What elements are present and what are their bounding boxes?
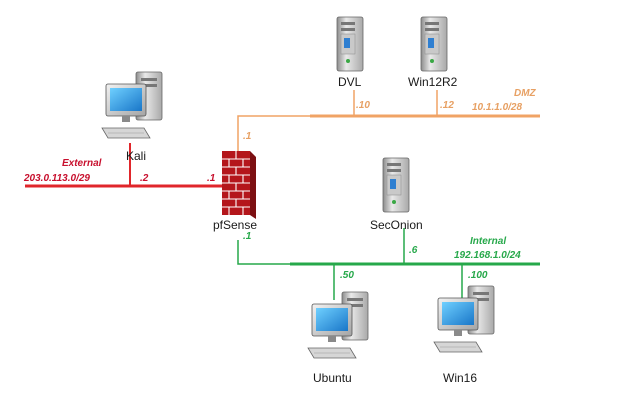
desktop-computer-icon[interactable]: [433, 285, 495, 353]
server-icon[interactable]: [336, 16, 364, 72]
ip-win16: .100: [468, 270, 488, 281]
dmz-uplink: [237, 115, 310, 160]
ip-ubuntu: .50: [340, 270, 354, 281]
internal-uplink: [237, 240, 290, 265]
server-icon[interactable]: [420, 16, 448, 72]
network-name-internal: Internal: [470, 236, 506, 247]
desktop-computer-icon[interactable]: [307, 291, 369, 359]
desktop-computer-icon[interactable]: [101, 71, 163, 139]
network-cidr-internal: 192.168.1.0/24: [454, 250, 521, 261]
host-label-win12r2: Win12R2: [408, 75, 458, 89]
firewall-icon[interactable]: [221, 150, 257, 220]
network-name-external: External: [62, 158, 102, 169]
ip-seconion: .6: [409, 245, 418, 256]
host-label-seconion: SecOnion: [370, 218, 423, 232]
network-name-dmz: DMZ: [514, 88, 537, 99]
server-icon[interactable]: [382, 157, 410, 213]
host-label-pfsense: pfSense: [213, 218, 257, 232]
network-cidr-dmz: 10.1.1.0/28: [472, 102, 522, 113]
host-label-kali: Kali: [126, 149, 146, 163]
host-label-win16: Win16: [443, 371, 477, 385]
host-label-dvl: DVL: [338, 75, 362, 89]
network-cidr-external: 203.0.113.0/29: [23, 173, 90, 184]
ip-dvl: .10: [356, 100, 370, 111]
ip-win12r2: .12: [440, 100, 454, 111]
ip-kali: .2: [140, 173, 149, 184]
ip-pfsense-external: .1: [207, 173, 216, 184]
ip-pfsense-dmz: .1: [243, 131, 252, 142]
host-label-ubuntu: Ubuntu: [313, 371, 352, 385]
ip-pfsense-internal: .1: [243, 231, 252, 242]
